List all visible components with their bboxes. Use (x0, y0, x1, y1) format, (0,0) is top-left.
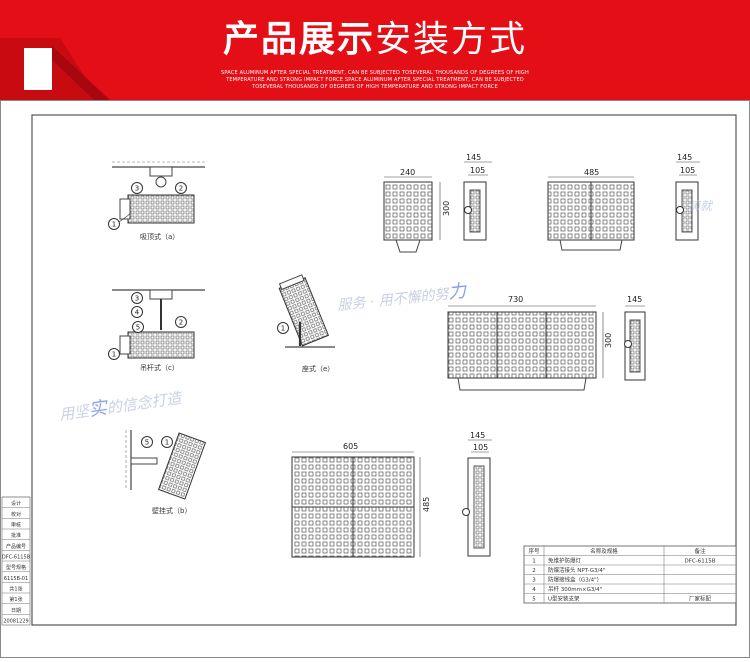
view-medium-side (675, 161, 700, 241)
install-wall: 壁挂式（b） (125, 430, 207, 515)
parts-table-cell: 2 (532, 568, 536, 574)
banner-subtitle-line2: TEMPERATURE AND STRONG IMPACT FORCE SPAC… (226, 77, 524, 83)
view-small-side (463, 161, 492, 241)
inner-frame (31, 114, 737, 626)
callout-number: 3 (135, 295, 139, 303)
view-large-front (447, 305, 604, 391)
title-block-cell: 产品编号 (6, 543, 26, 550)
install-wall-label: 壁挂式（b） (152, 506, 191, 515)
title-block-cell: 设计 (11, 500, 21, 507)
banner-subtitle-line3: TOSEVERAL THOUSANDS OF DEGREES OF HIGH T… (252, 84, 498, 90)
parts-table-cell: 备注 (694, 547, 706, 555)
view-small-front (383, 176, 441, 253)
callout-number: 2 (179, 319, 183, 327)
parts-table-cell: 吊杆 300mm×G3/4" (548, 585, 602, 593)
technical-drawing: 设计校对审核批准产品编号 DFC-6115B 型号规格 6115B-01 共1张第1张日… (0, 100, 750, 658)
dim-square-side-1: 145 (470, 431, 485, 440)
dim-large-height: 300 (604, 333, 613, 348)
view-square-front (291, 451, 421, 558)
install-seat (278, 274, 330, 347)
callout-number: 2 (179, 185, 183, 193)
banner-logo-box (24, 48, 52, 90)
dim-medium-width: 485 (584, 168, 599, 177)
callout-number: 5 (136, 324, 140, 332)
parts-table-cell: 厂家标配 (689, 595, 712, 603)
parts-table-cell: 5 (532, 597, 536, 603)
callout-number: 3 (135, 185, 139, 193)
install-ceiling-label: 吸顶式（a） (140, 232, 179, 241)
dim-square-height: 485 (422, 497, 431, 512)
callout-number: 5 (145, 439, 149, 447)
dim-small-height: 300 (442, 201, 451, 216)
dim-small-side-2: 105 (470, 166, 485, 175)
parts-table-cell: 免维护防爆灯 (548, 557, 582, 565)
header-banner: 产品展示安装方式 SPACE ALUMINUM AFTER SPECIAL TR… (0, 0, 750, 100)
view-large-side (624, 305, 646, 381)
dim-large-side: 145 (627, 295, 642, 304)
banner-subtitle-line1: SPACE ALUMINUM AFTER SPECIAL TREATMENT, … (221, 70, 529, 76)
parts-table-cell: 防爆接线盒（G3/4"） (548, 576, 602, 584)
svg-text:服务 · 用不懈的努力: 服务 · 用不懈的努力 (336, 280, 469, 315)
title-block-cell: 6115B-01 (4, 576, 28, 582)
callout-number: 4 (135, 309, 140, 317)
dim-medium-side-1: 145 (677, 153, 692, 162)
svg-text:用坚实的信念打造: 用坚实的信念打造 (58, 387, 185, 425)
page-title: 产品展示安装方式 (222, 19, 528, 60)
dim-large-width: 730 (508, 295, 523, 304)
title-block-cell: 20081229 (3, 619, 28, 625)
title-block-cell: 共1张 (9, 586, 22, 593)
title-block-cell: 型号规格 (6, 564, 26, 571)
install-seat-label: 座式（e） (302, 364, 334, 373)
parts-table-cell: DFC-6115B (685, 559, 716, 565)
view-medium-front (547, 176, 635, 251)
parts-table-cell: U型安装支架 (548, 595, 580, 603)
parts-table-cell: 4 (532, 587, 536, 593)
parts-table-cell: 3 (532, 578, 536, 584)
install-hanging-label: 吊杆式（c） (140, 363, 179, 372)
dim-square-width: 605 (343, 442, 358, 451)
title-block-cell: 第1张 (9, 596, 22, 603)
title-block-cell: 批准 (11, 532, 21, 539)
install-hanging: 吊杆式（c） (108, 289, 205, 372)
install-ceiling: 吸顶式（a） (108, 161, 205, 241)
svg-text:铸就: 铸就 (688, 199, 714, 213)
title-block-cell: 日期 (11, 608, 21, 614)
title-block-cell: DFC-6115B (2, 555, 31, 561)
parts-table-cell: 防爆活接头 NPT-G3/4" (548, 566, 605, 574)
parts-table-cell: 名称及规格 (590, 547, 618, 555)
callout-number: 1 (112, 221, 116, 229)
title-block-cell: 审核 (11, 522, 21, 529)
callout-number: 1 (281, 325, 285, 333)
dim-medium-side-2: 105 (680, 166, 695, 175)
title-block-cell: 校对 (11, 511, 21, 518)
parts-table-cell: 1 (532, 559, 536, 565)
parts-table: 序号 名称及规格 备注 1 免维护防爆灯 DFC-6115B 2 防爆活接头 NPT-G3/4… (523, 545, 737, 604)
dim-small-width: 240 (400, 168, 415, 177)
callout-number: 1 (165, 439, 169, 447)
parts-table-cell: 序号 (528, 547, 540, 555)
callout-number: 1 (112, 351, 116, 359)
dim-small-side-1: 145 (466, 153, 481, 162)
dim-square-side-2: 105 (473, 443, 488, 452)
view-square-side (462, 439, 492, 557)
